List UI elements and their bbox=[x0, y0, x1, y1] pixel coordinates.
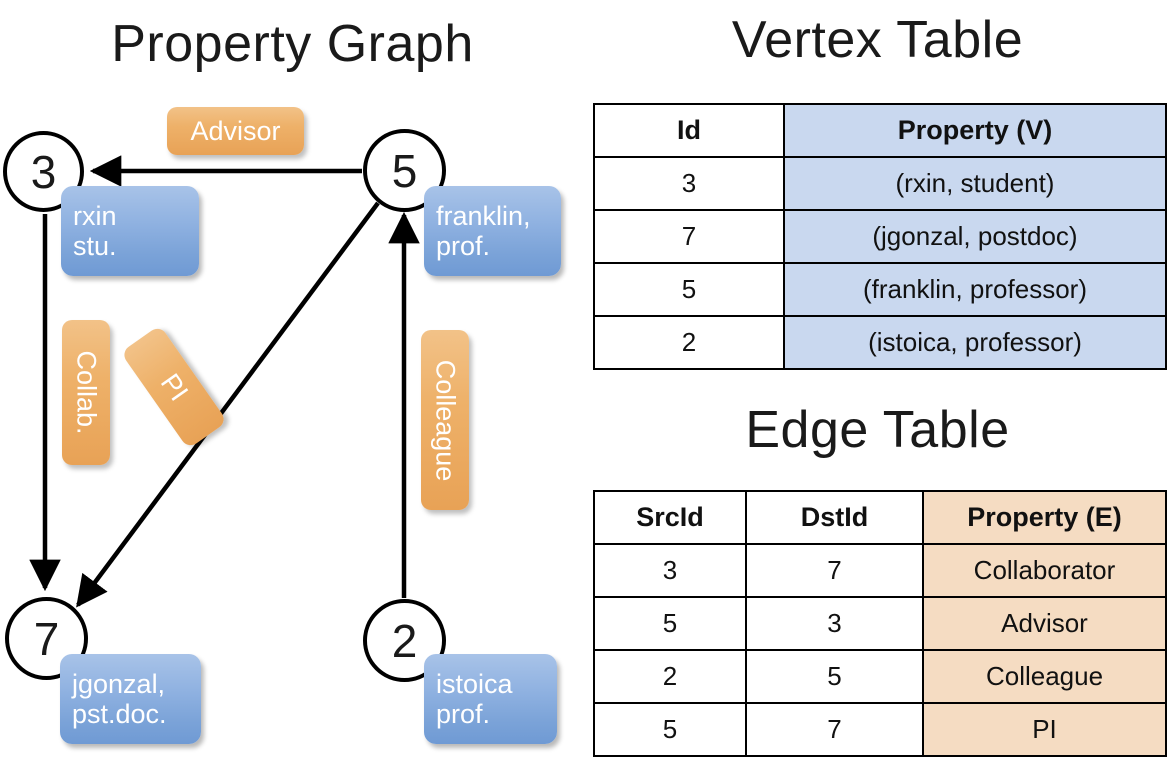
vertex-table-row[interactable]: 5 (franklin, professor) bbox=[593, 262, 1167, 317]
edge-table: SrcId DstId Property (E) 3 7 Collaborato… bbox=[593, 490, 1167, 757]
vertex-node-2[interactable]: 2 bbox=[363, 599, 446, 682]
edge-table-row[interactable]: 2 5 Colleague bbox=[593, 649, 1167, 704]
edge-table-header-srcid: SrcId bbox=[593, 490, 747, 545]
edge-table-cell-dstid: 5 bbox=[745, 649, 924, 704]
edge-table-cell-srcid: 5 bbox=[593, 596, 747, 651]
edge-label-advisor-text: Advisor bbox=[190, 115, 281, 146]
edge-table-cell-property: Colleague bbox=[922, 649, 1167, 704]
edge-table-cell-srcid: 3 bbox=[593, 543, 747, 598]
edge-table-row[interactable]: 5 3 Advisor bbox=[593, 596, 1167, 651]
vertex-table: Id Property (V) 3 (rxin, student) 7 (jgo… bbox=[593, 103, 1167, 370]
edge-table-row[interactable]: 3 7 Collaborator bbox=[593, 543, 1167, 598]
vertex-table-cell-property: (franklin, professor) bbox=[783, 262, 1167, 317]
page-title-vertex-table: Vertex Table bbox=[731, 11, 1024, 69]
vertex-table-header-id: Id bbox=[593, 103, 785, 158]
page-title-property-graph: Property Graph bbox=[111, 15, 474, 73]
vertex-table-cell-property: (istoica, professor) bbox=[783, 315, 1167, 370]
vertex-property-box-5: franklin, prof. bbox=[424, 186, 561, 276]
vertex-node-2-label: 2 bbox=[391, 614, 418, 667]
vertex-property-box-3: rxin stu. bbox=[61, 186, 199, 276]
edge-label-collab: Collab. bbox=[62, 320, 110, 465]
vertex-property-7-line2: pst.doc. bbox=[72, 699, 167, 729]
vertex-table-row[interactable]: 3 (rxin, student) bbox=[593, 156, 1167, 211]
vertex-table-cell-id: 2 bbox=[593, 315, 785, 370]
edge-table-header-property: Property (E) bbox=[922, 490, 1167, 545]
edge-label-colleague-text: Colleague bbox=[430, 359, 461, 481]
graph-edges-svg bbox=[29, 155, 420, 608]
vertex-property-2-line1: istoica bbox=[436, 668, 513, 699]
vertex-node-5-label: 5 bbox=[391, 144, 418, 197]
vertex-node-3-label: 3 bbox=[30, 145, 57, 198]
edge-label-colleague: Colleague bbox=[421, 330, 469, 510]
edge-table-cell-srcid: 5 bbox=[593, 702, 747, 757]
vertex-property-box-2: istoica prof. bbox=[424, 654, 557, 744]
vertex-table-cell-id: 5 bbox=[593, 262, 785, 317]
edge-table-cell-dstid: 3 bbox=[745, 596, 924, 651]
edge-table-header-row: SrcId DstId Property (E) bbox=[593, 490, 1167, 545]
vertex-node-5[interactable]: 5 bbox=[363, 129, 446, 212]
edge-5-to-7-pi bbox=[76, 201, 380, 608]
edge-label-collab-text: Collab. bbox=[71, 350, 102, 435]
vertex-property-box-7: jgonzal, pst.doc. bbox=[60, 654, 201, 744]
edge-table-cell-property: Advisor bbox=[922, 596, 1167, 651]
edge-label-pi-text: PI bbox=[154, 367, 195, 406]
edge-table-row[interactable]: 5 7 PI bbox=[593, 702, 1167, 757]
edge-table-cell-dstid: 7 bbox=[745, 543, 924, 598]
page-title-edge-table: Edge Table bbox=[745, 401, 1010, 459]
vertex-table-row[interactable]: 7 (jgonzal, postdoc) bbox=[593, 209, 1167, 264]
vertex-property-5-line2: prof. bbox=[436, 231, 491, 261]
edge-table-header-dstid: DstId bbox=[745, 490, 924, 545]
vertex-property-3-line1: rxin bbox=[73, 200, 117, 231]
edge-table-cell-property: PI bbox=[922, 702, 1167, 757]
vertex-table-header-property: Property (V) bbox=[783, 103, 1167, 158]
edge-label-advisor: Advisor bbox=[167, 107, 304, 155]
edge-table-cell-srcid: 2 bbox=[593, 649, 747, 704]
vertex-table-row[interactable]: 2 (istoica, professor) bbox=[593, 315, 1167, 370]
vertex-table-cell-id: 7 bbox=[593, 209, 785, 264]
vertex-property-3-line2: stu. bbox=[73, 231, 117, 261]
vertex-table-cell-property: (jgonzal, postdoc) bbox=[783, 209, 1167, 264]
vertex-table-header-row: Id Property (V) bbox=[593, 103, 1167, 158]
edge-table-cell-dstid: 7 bbox=[745, 702, 924, 757]
vertex-property-7-line1: jgonzal, bbox=[72, 668, 166, 699]
property-graph-diagram: 3 5 7 2 rxin stu. franklin, prof. jgonza… bbox=[3, 107, 561, 744]
vertex-node-7-label: 7 bbox=[33, 612, 60, 665]
edge-table-cell-property: Collaborator bbox=[922, 543, 1167, 598]
vertex-table-cell-id: 3 bbox=[593, 156, 785, 211]
vertex-property-5-line1: franklin, bbox=[436, 200, 531, 231]
vertex-table-cell-property: (rxin, student) bbox=[783, 156, 1167, 211]
vertex-property-2-line2: prof. bbox=[436, 699, 491, 729]
